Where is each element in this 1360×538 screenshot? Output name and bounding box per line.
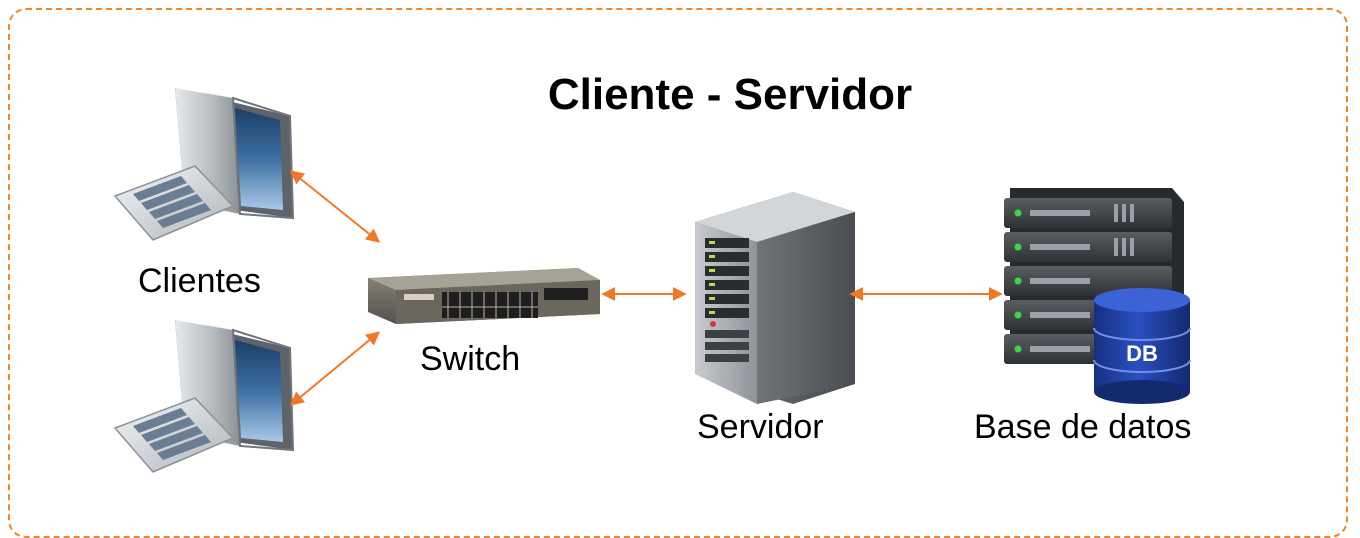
diagram-canvas: Cliente - Servidor: [8, 8, 1348, 538]
client-computer-2: [113, 320, 295, 473]
db-badge-label: DB: [1126, 341, 1158, 366]
database-label: Base de datos: [974, 408, 1192, 446]
network-switch-icon: [368, 268, 600, 324]
switch-ports: [442, 288, 588, 318]
arrow-client2-switch: [289, 331, 381, 406]
database-cylinder-icon: [1093, 288, 1191, 404]
switch-label: Switch: [420, 340, 521, 378]
keyboard-icon: [113, 165, 235, 241]
diagram-title: Cliente - Servidor: [547, 70, 913, 119]
server-label: Servidor: [697, 408, 824, 446]
client-computer-1: [113, 88, 295, 241]
keyboard-icon: [113, 397, 235, 473]
server-tower-icon: [695, 192, 855, 404]
arrow-client1-switch: [289, 170, 381, 243]
connections: [289, 170, 1003, 406]
database-server-rack: DB: [1004, 188, 1191, 404]
diagram-graphics: DB: [113, 88, 1191, 473]
clients-label: Clientes: [138, 262, 261, 300]
